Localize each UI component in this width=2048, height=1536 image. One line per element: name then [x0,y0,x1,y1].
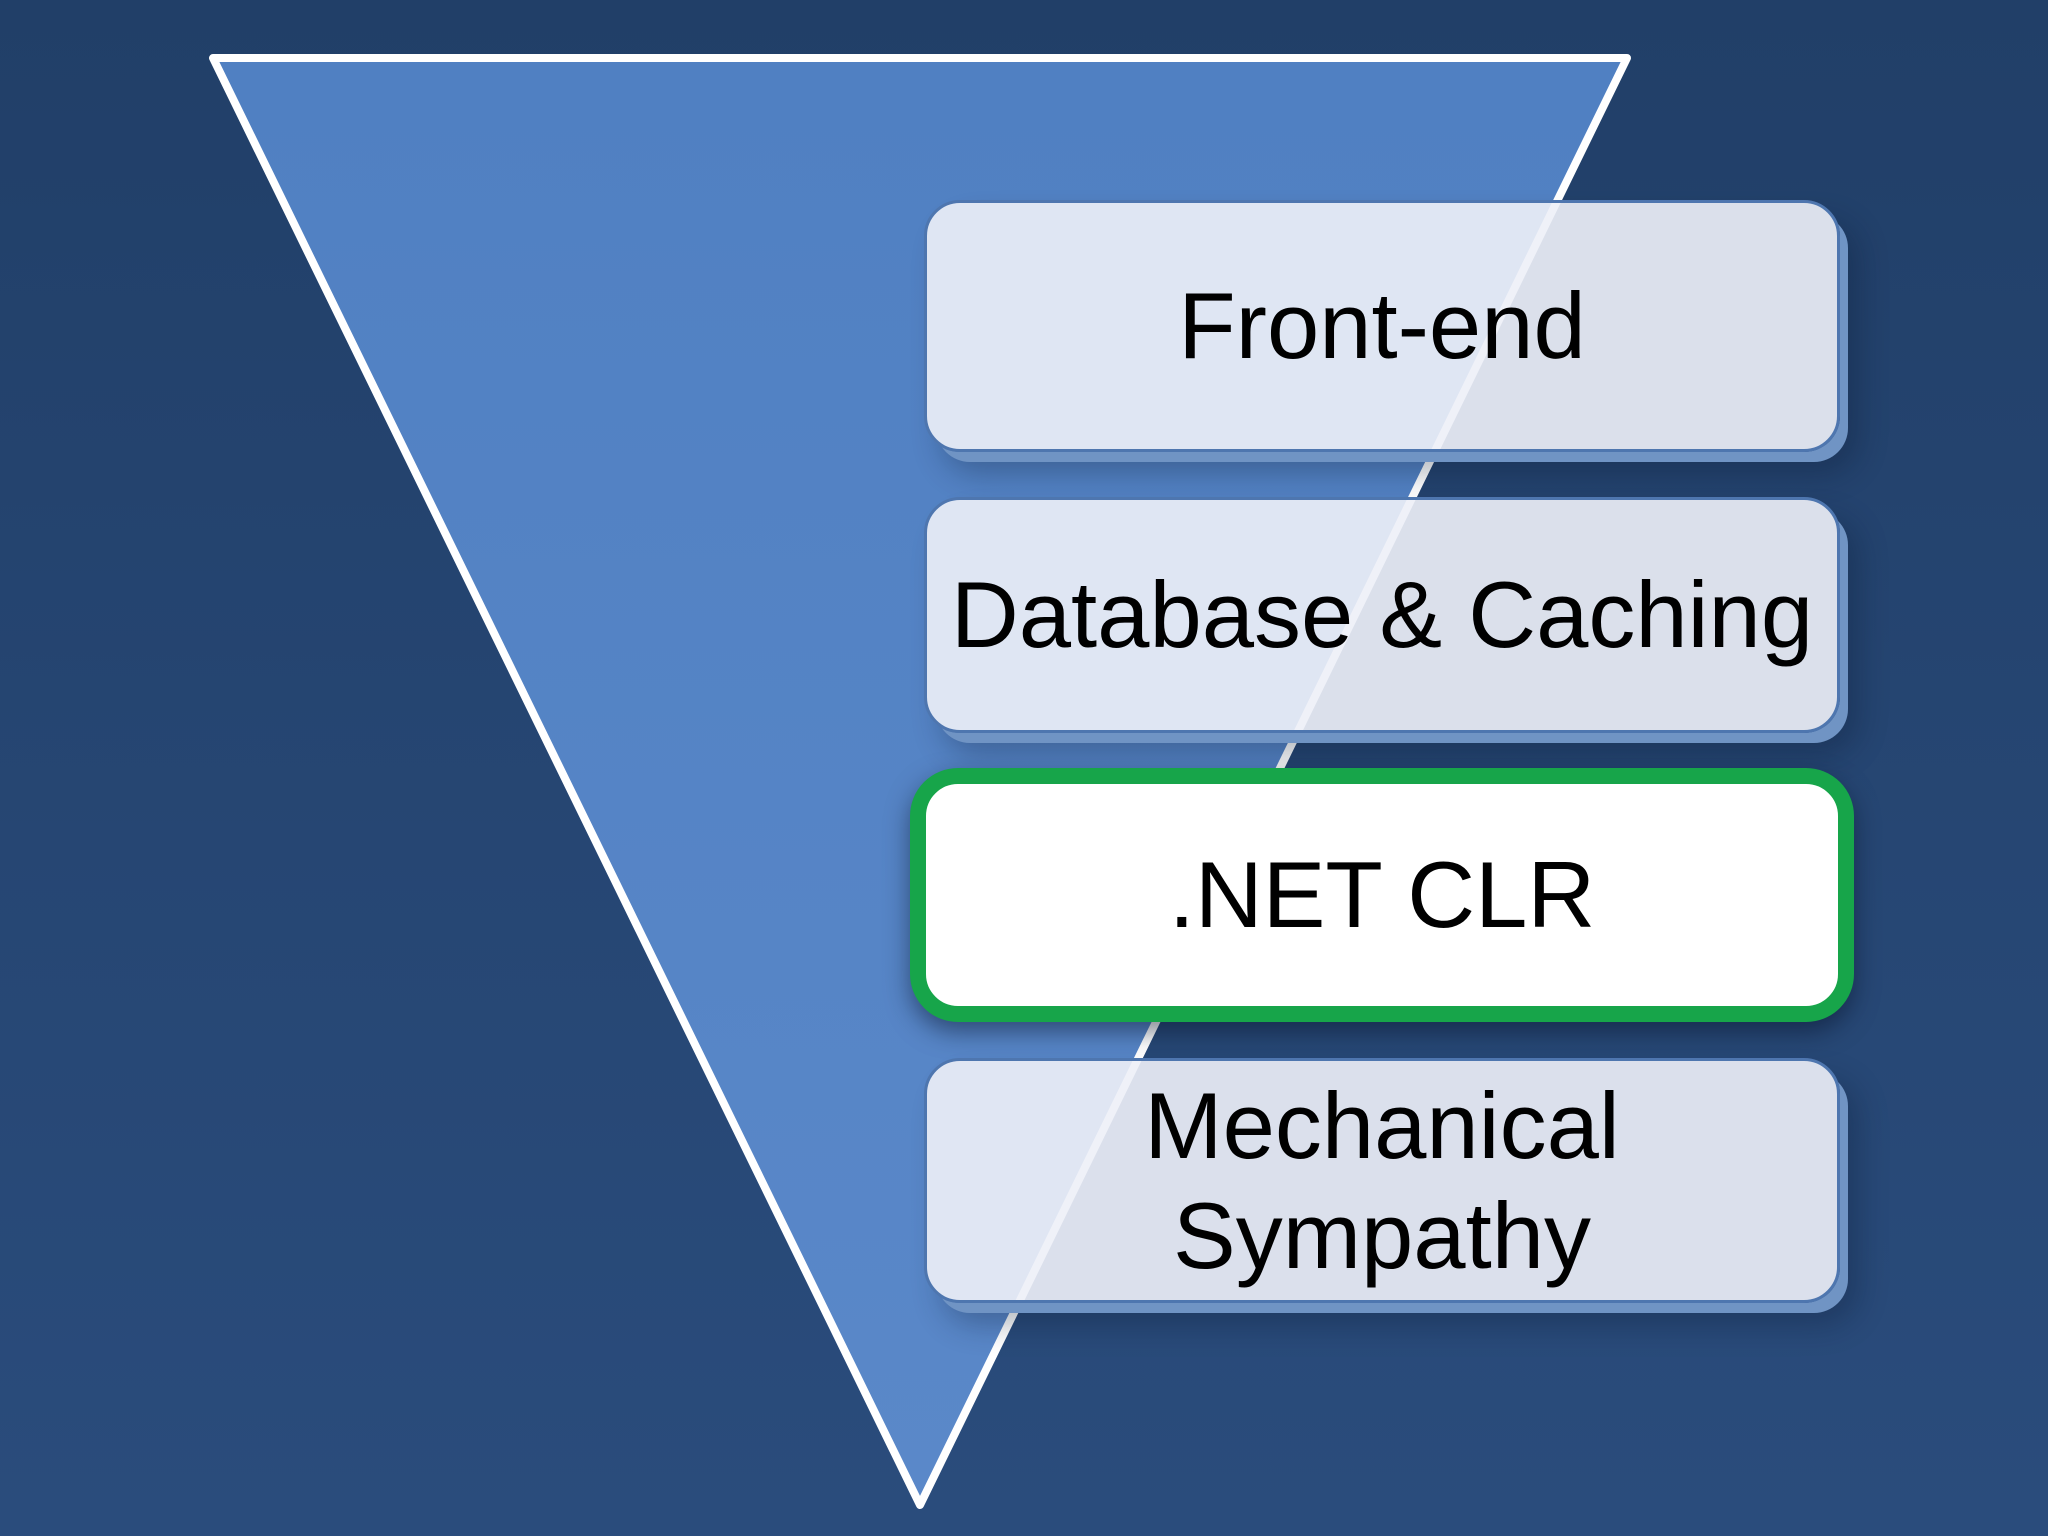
funnel-level-label: Mechanical Sympathy [1144,1073,1620,1288]
funnel-level-mechanical-sympathy: Mechanical Sympathy [924,1058,1840,1303]
funnel-level-label: Front-end [1178,273,1586,379]
funnel-level-front-end: Front-end [924,200,1840,452]
funnel-level-database-caching: Database & Caching [924,497,1840,733]
funnel-level-net-clr: .NET CLR [910,768,1854,1022]
funnel-level-label: .NET CLR [1168,842,1596,948]
funnel-level-label: Database & Caching [950,562,1814,668]
